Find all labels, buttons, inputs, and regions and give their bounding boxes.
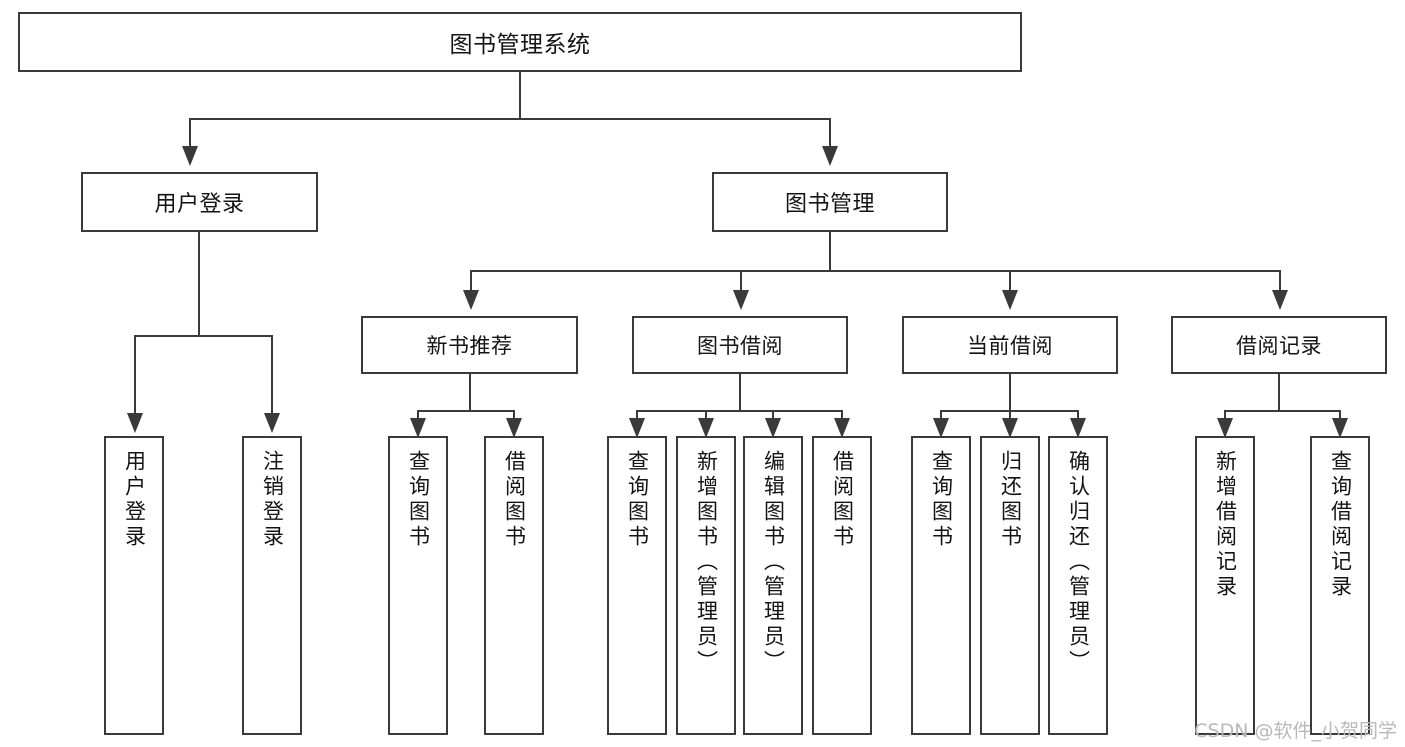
node-leaf-rec-query-book-label: 查询图书 <box>406 450 431 550</box>
node-leaf-borrow-add-book-label: 新增图书（管理员） <box>694 450 719 675</box>
node-book-borrow-label: 图书借阅 <box>697 334 783 358</box>
node-leaf-borrow-query-book[interactable]: 查询图书 <box>607 436 667 735</box>
arrow-root-to-book-manage <box>822 146 838 166</box>
node-leaf-borrow-borrow-book-label: 借阅图书 <box>830 450 855 550</box>
node-new-book-recommend[interactable]: 新书推荐 <box>361 316 578 374</box>
node-leaf-borrow-edit-book[interactable]: 编辑图书（管理员） <box>743 436 803 735</box>
connector-user-login-branch-1 <box>134 335 136 415</box>
connector-recommend-branch-2 <box>513 410 515 422</box>
connector-recommend-branch-1 <box>417 410 419 422</box>
node-leaf-rec-borrow-book-label: 借阅图书 <box>502 450 527 550</box>
node-root-label: 图书管理系统 <box>449 32 591 58</box>
connector-current-branch-3 <box>1077 410 1079 422</box>
connector-current-branch-2 <box>1009 410 1011 422</box>
node-leaf-user-login[interactable]: 用户登录 <box>104 436 164 735</box>
connector-book-manage-branch-3 <box>1009 270 1011 292</box>
node-leaf-record-query-label: 查询借阅记录 <box>1328 450 1353 600</box>
connector-user-login-branch-2 <box>271 335 273 415</box>
connector-borrow-bar <box>636 410 842 412</box>
node-leaf-user-logout-label: 注销登录 <box>260 450 285 550</box>
node-user-login-label: 用户登录 <box>154 192 245 217</box>
node-leaf-record-add-label: 新增借阅记录 <box>1213 450 1238 600</box>
connector-recommend-stem <box>469 374 471 410</box>
connector-book-manage-bar <box>470 270 1281 272</box>
connector-record-stem <box>1278 374 1280 410</box>
node-book-borrow[interactable]: 图书借阅 <box>632 316 848 374</box>
connector-root-bar <box>189 118 830 120</box>
node-user-login[interactable]: 用户登录 <box>81 172 318 232</box>
node-leaf-record-query[interactable]: 查询借阅记录 <box>1310 436 1370 735</box>
connector-user-login-stem <box>198 232 200 335</box>
arrow-current-to-leaf-2 <box>1002 418 1018 438</box>
connector-recommend-bar <box>417 410 514 412</box>
node-book-manage[interactable]: 图书管理 <box>712 172 948 232</box>
node-leaf-borrow-add-book[interactable]: 新增图书（管理员） <box>676 436 736 735</box>
node-book-manage-label: 图书管理 <box>784 192 875 217</box>
connector-book-manage-stem <box>829 232 831 270</box>
connector-book-manage-branch-1 <box>470 270 472 292</box>
connector-book-manage-branch-2 <box>740 270 742 292</box>
connector-current-stem <box>1009 374 1011 410</box>
connector-borrow-branch-2 <box>705 410 707 422</box>
connector-root-to-book-manage <box>829 118 831 148</box>
node-leaf-rec-borrow-book[interactable]: 借阅图书 <box>484 436 544 735</box>
arrow-record-to-leaf-1 <box>1217 418 1233 438</box>
arrow-borrow-to-leaf-1 <box>629 418 645 438</box>
connector-borrow-branch-1 <box>636 410 638 422</box>
node-leaf-user-login-label: 用户登录 <box>122 450 147 550</box>
arrow-record-to-leaf-2 <box>1332 418 1348 438</box>
node-leaf-user-logout[interactable]: 注销登录 <box>242 436 302 735</box>
connector-record-branch-2 <box>1339 410 1341 422</box>
node-borrow-record-label: 借阅记录 <box>1236 334 1322 358</box>
connector-root-stem <box>519 72 521 118</box>
node-current-borrow-label: 当前借阅 <box>967 334 1053 358</box>
arrow-user-login-to-leaf-2 <box>264 413 280 433</box>
node-leaf-record-add[interactable]: 新增借阅记录 <box>1195 436 1255 735</box>
watermark: CSDN @软件_小贺同学 <box>1194 720 1397 742</box>
node-leaf-borrow-query-book-label: 查询图书 <box>625 450 650 550</box>
arrow-book-manage-to-borrow-record <box>1272 290 1288 310</box>
arrow-book-manage-to-book-borrow <box>733 290 749 310</box>
arrow-recommend-to-leaf-2 <box>506 418 522 438</box>
connector-current-branch-1 <box>940 410 942 422</box>
connector-book-manage-branch-4 <box>1279 270 1281 292</box>
connector-borrow-branch-3 <box>772 410 774 422</box>
arrow-user-login-to-leaf-1 <box>127 413 143 433</box>
node-leaf-borrow-borrow-book[interactable]: 借阅图书 <box>812 436 872 735</box>
node-leaf-current-return-book[interactable]: 归还图书 <box>980 436 1040 735</box>
arrow-recommend-to-leaf-1 <box>410 418 426 438</box>
connector-record-bar <box>1224 410 1340 412</box>
node-borrow-record[interactable]: 借阅记录 <box>1171 316 1387 374</box>
node-leaf-current-confirm-return-label: 确认归还（管理员） <box>1066 450 1091 675</box>
node-leaf-current-query-book-label: 查询图书 <box>929 450 954 550</box>
connector-root-to-user-login <box>189 118 191 148</box>
arrow-borrow-to-leaf-3 <box>765 418 781 438</box>
connector-borrow-branch-4 <box>841 410 843 422</box>
arrow-book-manage-to-new-book-recommend <box>463 290 479 310</box>
arrow-root-to-user-login <box>182 146 198 166</box>
arrow-current-to-leaf-1 <box>933 418 949 438</box>
node-leaf-current-return-book-label: 归还图书 <box>998 450 1023 550</box>
node-leaf-borrow-edit-book-label: 编辑图书（管理员） <box>761 450 786 675</box>
node-current-borrow[interactable]: 当前借阅 <box>902 316 1118 374</box>
arrow-borrow-to-leaf-2 <box>698 418 714 438</box>
node-new-book-recommend-label: 新书推荐 <box>426 334 513 358</box>
connector-user-login-bar <box>134 335 272 337</box>
connector-borrow-stem <box>739 374 741 410</box>
connector-record-branch-1 <box>1224 410 1226 422</box>
arrow-current-to-leaf-3 <box>1070 418 1086 438</box>
node-leaf-rec-query-book[interactable]: 查询图书 <box>388 436 448 735</box>
arrow-borrow-to-leaf-4 <box>834 418 850 438</box>
node-leaf-current-confirm-return[interactable]: 确认归还（管理员） <box>1048 436 1108 735</box>
node-root[interactable]: 图书管理系统 <box>18 12 1022 72</box>
node-leaf-current-query-book[interactable]: 查询图书 <box>911 436 971 735</box>
arrow-book-manage-to-current-borrow <box>1002 290 1018 310</box>
